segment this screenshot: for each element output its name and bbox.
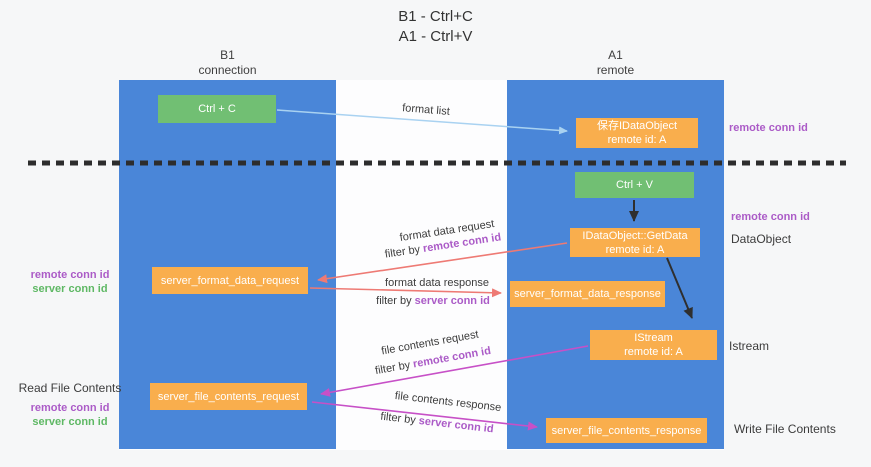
node-server-format-data-request: server_format_data_request bbox=[152, 267, 308, 294]
annotation-istream: Istream bbox=[729, 339, 770, 353]
annotation-dataobject: DataObject bbox=[731, 232, 792, 246]
node-ctrl-v-label: Ctrl + V bbox=[616, 179, 653, 191]
annotation-remote-conn-id: remote conn id bbox=[30, 269, 110, 281]
page-title-line2: A1 - Ctrl+V bbox=[398, 28, 473, 45]
annotation-remote-conn-id: remote conn id bbox=[30, 402, 110, 414]
annotation-read-file-contents: Read File Contents bbox=[18, 381, 122, 395]
annotation-write-file-contents: Write File Contents bbox=[734, 422, 836, 436]
lane-header-b1: B1 connection bbox=[119, 48, 336, 78]
node-save-idataobject: 保存IDataObject remote id: A bbox=[576, 118, 698, 148]
node-ctrl-c-label: Ctrl + C bbox=[198, 103, 236, 115]
node-server-file-contents-request-label: server_file_contents_request bbox=[157, 390, 300, 403]
filter-by-text: filter by bbox=[376, 295, 415, 307]
annotation-left-read-file-contents-group: Read File Contents remote conn id server… bbox=[10, 381, 130, 429]
annotation-server-conn-id: server conn id bbox=[32, 416, 108, 428]
node-server-format-data-response: server_format_data_response bbox=[510, 281, 665, 307]
lane-a1-subtitle: remote bbox=[596, 63, 635, 77]
node-server-file-contents-response: server_file_contents_response bbox=[546, 418, 707, 443]
node-idataobject-getdata-line1: IDataObject::GetData bbox=[582, 229, 688, 242]
lane-b1-subtitle: connection bbox=[198, 63, 257, 77]
node-save-idataobject-line1: 保存IDataObject bbox=[596, 120, 678, 132]
node-idataobject-getdata-line2: remote id: A bbox=[605, 243, 665, 256]
node-idataobject-getdata: IDataObject::GetData remote id: A bbox=[570, 228, 700, 257]
node-server-file-contents-response-label: server_file_contents_response bbox=[551, 424, 702, 437]
annotation-left-conn-ids-mid: remote conn id server conn id bbox=[10, 268, 130, 296]
annotation-server-conn-id: server conn id bbox=[32, 283, 108, 295]
node-server-format-data-request-label: server_format_data_request bbox=[160, 274, 300, 287]
annotation-remote-conn-id-top: remote conn id bbox=[729, 122, 808, 134]
lane-a1-title: A1 bbox=[608, 48, 623, 62]
lane-b1-title: B1 bbox=[220, 48, 235, 62]
node-server-format-data-response-label: server_format_data_response bbox=[514, 288, 661, 300]
page-title-line1: B1 - Ctrl+C bbox=[398, 8, 473, 25]
node-save-idataobject-line2: remote id: A bbox=[607, 134, 667, 146]
node-istream-line2: remote id: A bbox=[624, 346, 683, 358]
node-istream-line1: IStream bbox=[634, 332, 673, 344]
edge-label-format-data-response: format data response bbox=[385, 277, 489, 289]
edge-label-format-data-response-filter: filter by server conn id bbox=[376, 295, 490, 307]
node-ctrl-v: Ctrl + V bbox=[575, 172, 694, 198]
node-istream: IStream remote id: A bbox=[590, 330, 717, 360]
node-server-file-contents-request: server_file_contents_request bbox=[150, 383, 307, 410]
annotation-remote-conn-id-mid: remote conn id bbox=[731, 211, 810, 223]
lane-header-a1: A1 remote bbox=[507, 48, 724, 78]
node-ctrl-c: Ctrl + C bbox=[158, 95, 276, 123]
filter-key-server-conn-id: server conn id bbox=[414, 295, 490, 307]
page-title: B1 - Ctrl+C A1 - Ctrl+V bbox=[0, 7, 871, 47]
